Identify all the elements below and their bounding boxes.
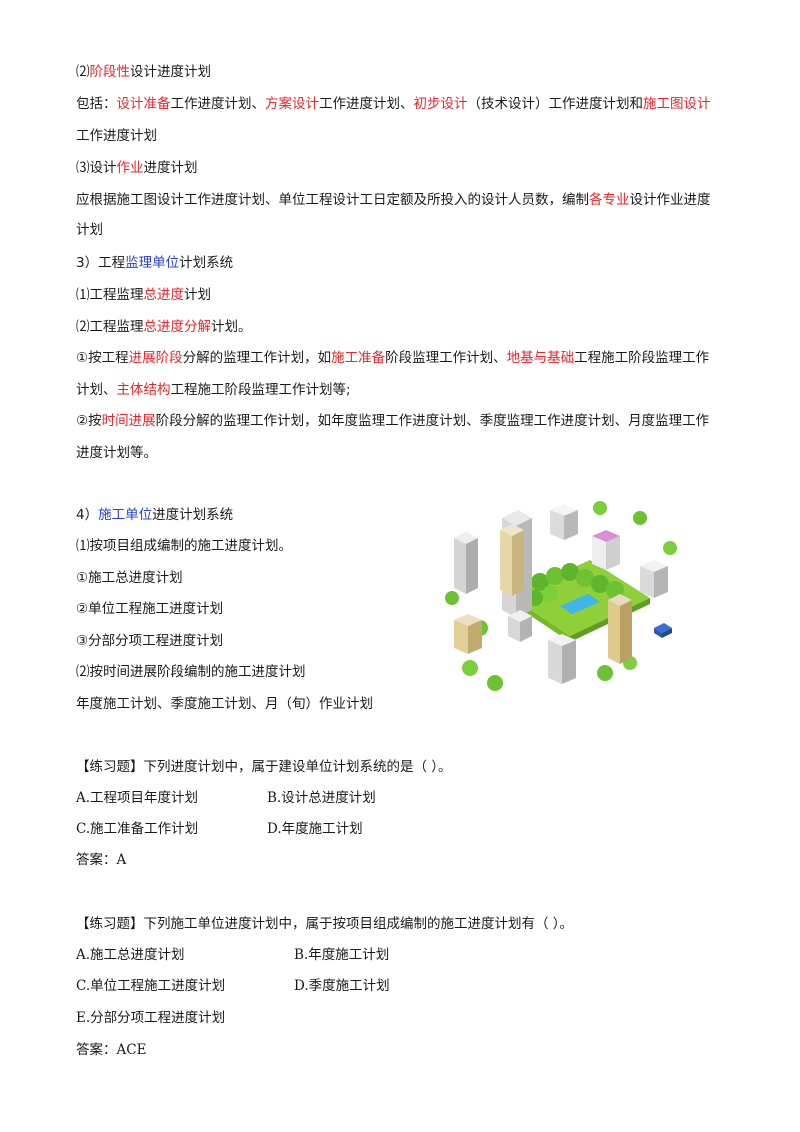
sec2-title: ⑵阶段性设计进度计划: [76, 64, 211, 80]
con-line-5: ⑵按时间进展阶段编制的施工进度计划: [76, 664, 306, 680]
sec2-includes: 包括：设计准备工作进度计划、方案设计工作进度计划、初步设计（技术设计）工作进度计…: [76, 96, 711, 112]
sup-clause-1: ①按工程进展阶段分解的监理工作计划，如施工准备阶段监理工作计划、地基与基础工程施…: [76, 350, 710, 366]
q2-answer: 答案：ACE: [76, 1042, 147, 1058]
car-icon: [654, 623, 672, 638]
q1-option-b: B.设计总进度计划: [267, 790, 376, 806]
q2-option-e: E.分部分项工程进度计划: [76, 1010, 226, 1026]
sec3-body-cont: 计划: [76, 222, 103, 238]
con-line-6: 年度施工计划、季度施工计划、月（旬）作业计划: [76, 696, 373, 712]
q2-option-a: A.施工总进度计划: [76, 947, 185, 963]
q2-title: 【练习题】下列施工单位进度计划中，属于按项目组成编制的施工进度计划有（ ）。: [76, 916, 574, 932]
sec3-body: 应根据施工图设计工作进度计划、单位工程设计工日定额及所投入的设计人员数，编制各专…: [76, 192, 711, 208]
con-title: 4）施工单位进度计划系统: [76, 507, 234, 523]
sup-clause-2-cont: 进度计划等。: [76, 445, 157, 461]
con-line-4: ③分部分项工程进度计划: [76, 633, 224, 649]
isometric-city-illustration: [445, 501, 677, 691]
q1-option-c: C.施工准备工作计划: [76, 821, 199, 837]
beige-tower-icon: [500, 524, 524, 596]
sec3-title: ⑶设计作业进度计划: [76, 160, 198, 176]
q1-title: 【练习题】下列进度计划中，属于建设单位计划系统的是（ ）。: [76, 759, 452, 775]
q2-option-b: B.年度施工计划: [294, 947, 390, 963]
house-icon: [454, 504, 668, 684]
q2-option-d: D.季度施工计划: [294, 978, 390, 994]
con-line-1: ⑴按项目组成编制的施工进度计划。: [76, 538, 292, 554]
sup-item-1: ⑴工程监理总进度计划: [76, 287, 211, 303]
q1-option-d: D.年度施工计划: [267, 821, 363, 837]
q1-option-a: A.工程项目年度计划: [76, 790, 199, 806]
gray-tower-icon: [454, 532, 478, 594]
q1-answer: 答案：A: [76, 852, 127, 868]
sup-title: 3）工程监理单位计划系统: [76, 255, 234, 271]
sup-clause-1-cont: 计划、主体结构工程施工阶段监理工作计划等;: [76, 382, 351, 398]
q2-option-c: C.单位工程施工进度计划: [76, 978, 226, 994]
sec2-includes-cont: 工作进度计划: [76, 128, 157, 144]
sup-clause-2: ②按时间进展阶段分解的监理工作计划，如年度监理工作进度计划、季度监理工作进度计划…: [76, 413, 710, 429]
con-line-2: ①施工总进度计划: [76, 570, 183, 586]
sup-item-2: ⑵工程监理总进度分解计划。: [76, 319, 252, 335]
con-line-3: ②单位工程施工进度计划: [76, 601, 224, 617]
